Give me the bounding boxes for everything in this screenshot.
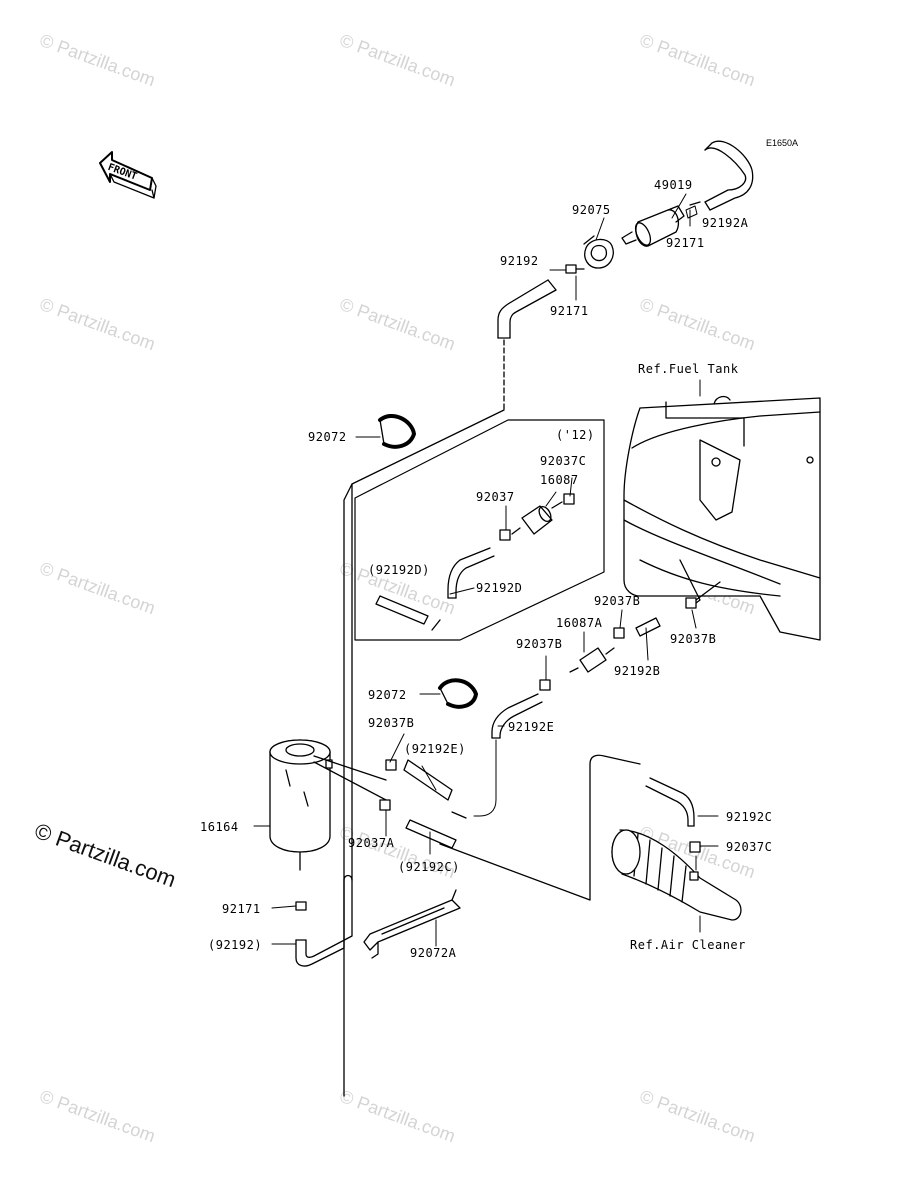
clip-92037C-top	[563, 493, 575, 505]
canister-hoses	[313, 754, 641, 901]
part-label: 92072	[308, 430, 347, 444]
part-label: 92192C	[726, 810, 773, 824]
part-label: 16087A	[556, 616, 603, 630]
clamp-92072-top	[378, 414, 416, 449]
fuel-tank	[623, 395, 821, 641]
clamp-92075	[583, 235, 614, 269]
hose-92192C	[645, 777, 701, 853]
hose-92192E	[473, 693, 543, 817]
part-label: 16164	[200, 820, 239, 834]
hose-92192B	[613, 581, 721, 639]
ref-fuel-tank: Ref.Fuel Tank	[638, 362, 739, 376]
part-label: (92192C)	[398, 860, 460, 874]
part-label: 92037B	[368, 716, 415, 730]
hose-92192-bottom	[295, 874, 353, 967]
part-label: 92192	[500, 254, 539, 268]
part-label: 92037C	[540, 454, 587, 468]
diagram-code: E1650A	[766, 138, 799, 148]
part-label: 92037C	[726, 840, 773, 854]
part-label: 92072	[368, 688, 407, 702]
part-label: 92171	[222, 902, 261, 916]
air-cleaner-boot	[611, 829, 742, 921]
valve-16087	[511, 501, 563, 535]
part-label: 92072A	[410, 946, 457, 960]
fuel-filter-49019	[621, 201, 701, 247]
part-label: 92171	[550, 304, 589, 318]
hose-92192A	[704, 140, 754, 211]
hose-92192D	[375, 547, 495, 631]
clip-92037	[499, 529, 511, 541]
part-label: 92192E	[508, 720, 555, 734]
part-label: 92192A	[702, 216, 749, 230]
part-label: 92192D	[476, 581, 523, 595]
part-label: 92171	[666, 236, 705, 250]
variant-note: ('12)	[556, 428, 595, 442]
part-label: 92037B	[516, 637, 563, 651]
part-label: 92037	[476, 490, 515, 504]
hose-92192-long	[343, 409, 505, 1097]
part-label: 92192B	[614, 664, 661, 678]
valve-16087A	[569, 647, 615, 673]
front-arrow-icon	[99, 151, 157, 199]
canister-16164	[269, 739, 333, 871]
clip-92171-top	[565, 264, 585, 274]
part-label: (92192D)	[368, 563, 430, 577]
part-label: 49019	[654, 178, 693, 192]
part-label: 16087	[540, 473, 579, 487]
hose-92192-upper	[497, 279, 557, 339]
part-label: 92037B	[594, 594, 641, 608]
part-label: 92075	[572, 203, 611, 217]
part-label: (92192E)	[404, 742, 466, 756]
part-label: 92037A	[348, 836, 395, 850]
variant-box	[354, 419, 605, 641]
part-label: (92192)	[208, 938, 263, 952]
ref-air-cleaner: Ref.Air Cleaner	[630, 938, 746, 952]
clip-92037B-mid	[539, 679, 551, 691]
part-label: 92037B	[670, 632, 717, 646]
bracket-92072A	[363, 889, 461, 959]
leader-lines	[253, 193, 719, 947]
clamp-92072-mid	[438, 678, 478, 709]
